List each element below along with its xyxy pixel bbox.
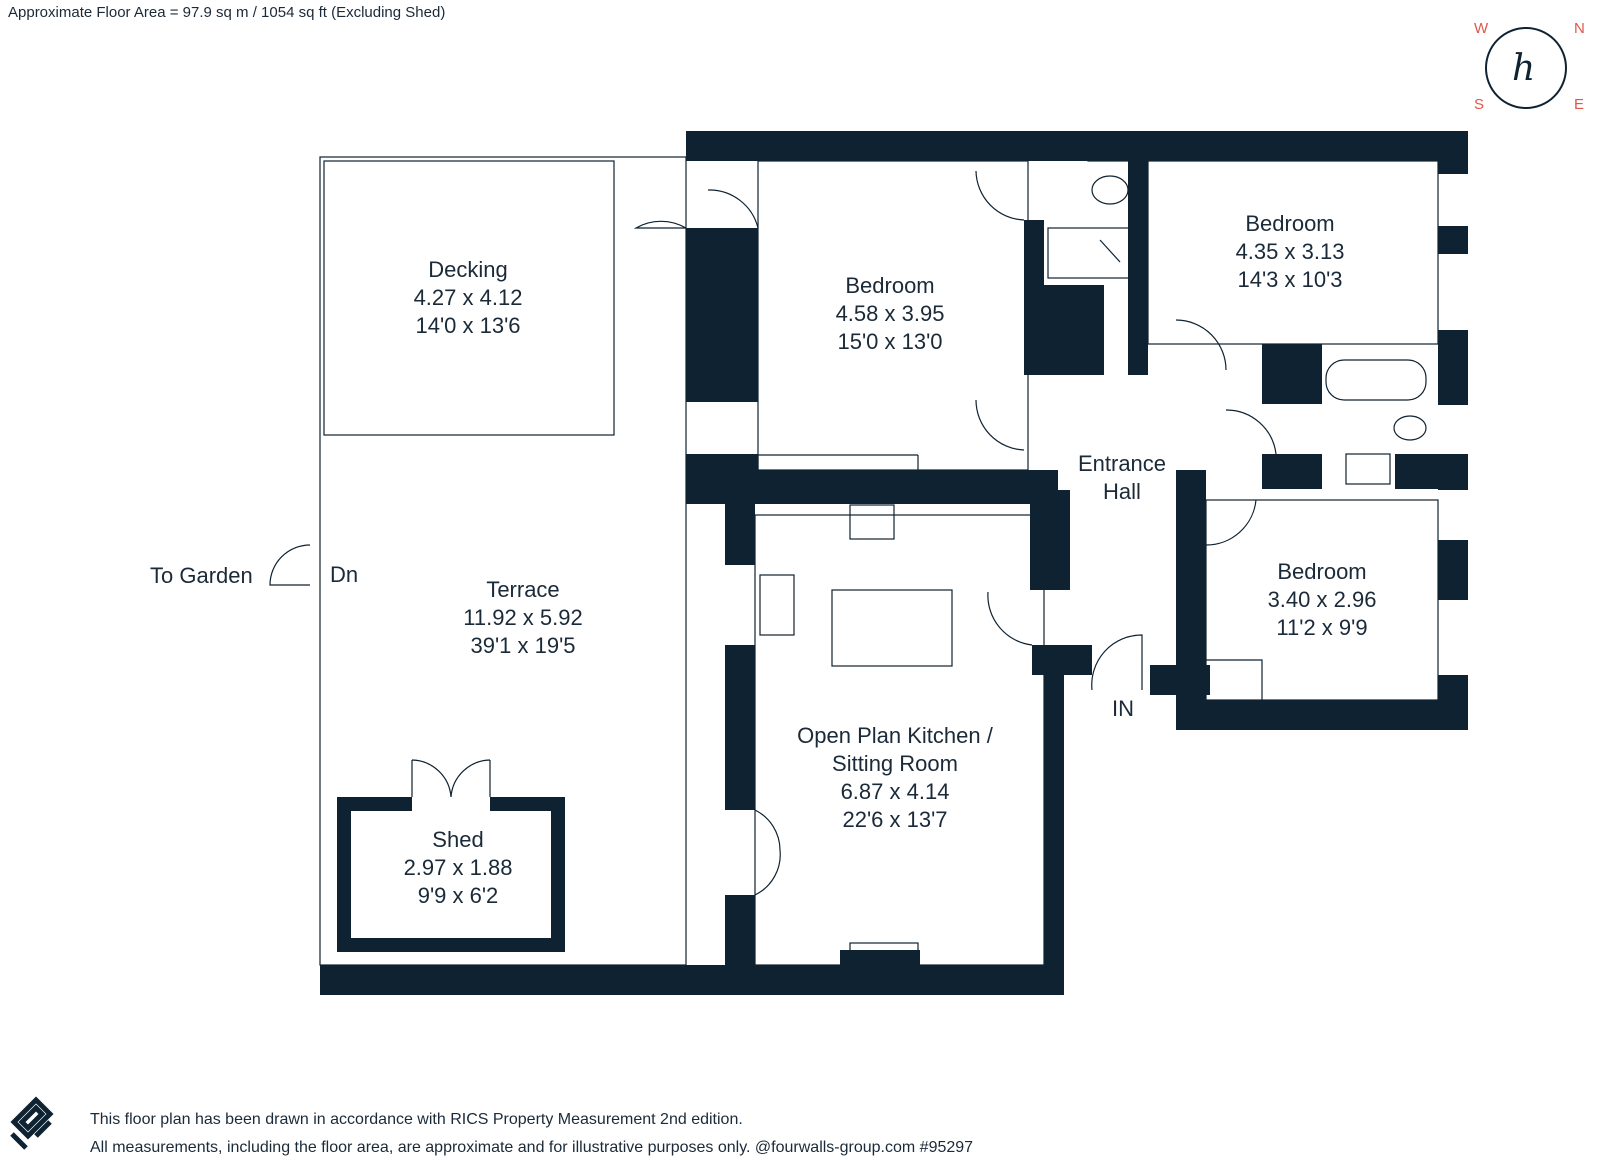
compass-south: S (1474, 96, 1485, 113)
room-name-line-2: Hall (1103, 479, 1141, 504)
room-metric: 2.97 x 1.88 (403, 855, 513, 880)
room-metric: 4.35 x 3.13 (1235, 239, 1345, 264)
room-metric: 4.58 x 3.95 (835, 301, 945, 326)
room-name: Bedroom (845, 273, 935, 298)
room-bedroom-3: Bedroom 3.40 x 2.96 11'2 x 9'9 (1268, 558, 1377, 642)
room-imperial: 22'6 x 13'7 (842, 807, 948, 832)
room-name: Bedroom (1277, 559, 1367, 584)
footer-disclaimer: All measurements, including the floor ar… (90, 1139, 974, 1156)
room-bedroom-1: Bedroom 4.58 x 3.95 15'0 x 13'0 (836, 272, 945, 356)
room-name: Terrace (486, 577, 560, 602)
floor-area-note: Approximate Floor Area = 97.9 sq m / 105… (8, 4, 446, 21)
room-kitchen-sitting: Open Plan Kitchen / Sitting Room 6.87 x … (797, 722, 993, 834)
room-name: Bedroom (1245, 211, 1335, 236)
compass-west: W (1474, 20, 1489, 37)
walls (320, 131, 1468, 995)
compass-circle-icon (1485, 27, 1567, 109)
fourwalls-logo-icon (10, 1096, 54, 1150)
room-imperial: 39'1 x 19'5 (470, 633, 576, 658)
room-imperial: 11'2 x 9'9 (1276, 615, 1368, 640)
room-name: Decking (428, 257, 508, 282)
room-name: Shed (432, 827, 484, 852)
room-entrance-hall: Entrance Hall (1078, 450, 1166, 506)
compass-east: E (1574, 96, 1585, 113)
room-imperial: 15'0 x 13'0 (837, 329, 943, 354)
room-metric: 3.40 x 2.96 (1267, 587, 1377, 612)
room-terrace: Terrace 11.92 x 5.92 39'1 x 19'5 (463, 576, 582, 660)
room-metric: 4.27 x 4.12 (413, 285, 523, 310)
compass-north: N (1574, 20, 1585, 37)
down-label: Dn (330, 562, 359, 587)
room-imperial: 14'3 x 10'3 (1237, 267, 1343, 292)
room-name-line-1: Open Plan Kitchen / (797, 723, 993, 748)
room-metric: 11.92 x 5.92 (463, 605, 583, 630)
door-swings (269, 170, 1277, 896)
room-decking: Decking 4.27 x 4.12 14'0 x 13'6 (414, 256, 523, 340)
room-bedroom-2: Bedroom 4.35 x 3.13 14'3 x 10'3 (1236, 210, 1345, 294)
outlines (319, 156, 1439, 966)
fixtures (759, 142, 1427, 954)
entrance-in-label: IN (1112, 696, 1134, 721)
compass-logo-letter: h (1512, 48, 1536, 89)
footer-rics-note: This floor plan has been drawn in accord… (90, 1111, 743, 1128)
room-imperial: 14'0 x 13'6 (415, 313, 521, 338)
compass: h W N S E (1466, 20, 1586, 120)
room-name-line-1: Entrance (1077, 451, 1167, 476)
room-shed: Shed 2.97 x 1.88 9'9 x 6'2 (404, 826, 513, 910)
to-garden-label: To Garden (150, 563, 253, 588)
room-name-line-2: Sitting Room (832, 751, 958, 776)
room-imperial: 9'9 x 6'2 (417, 883, 499, 908)
room-metric: 6.87 x 4.14 (840, 779, 950, 804)
